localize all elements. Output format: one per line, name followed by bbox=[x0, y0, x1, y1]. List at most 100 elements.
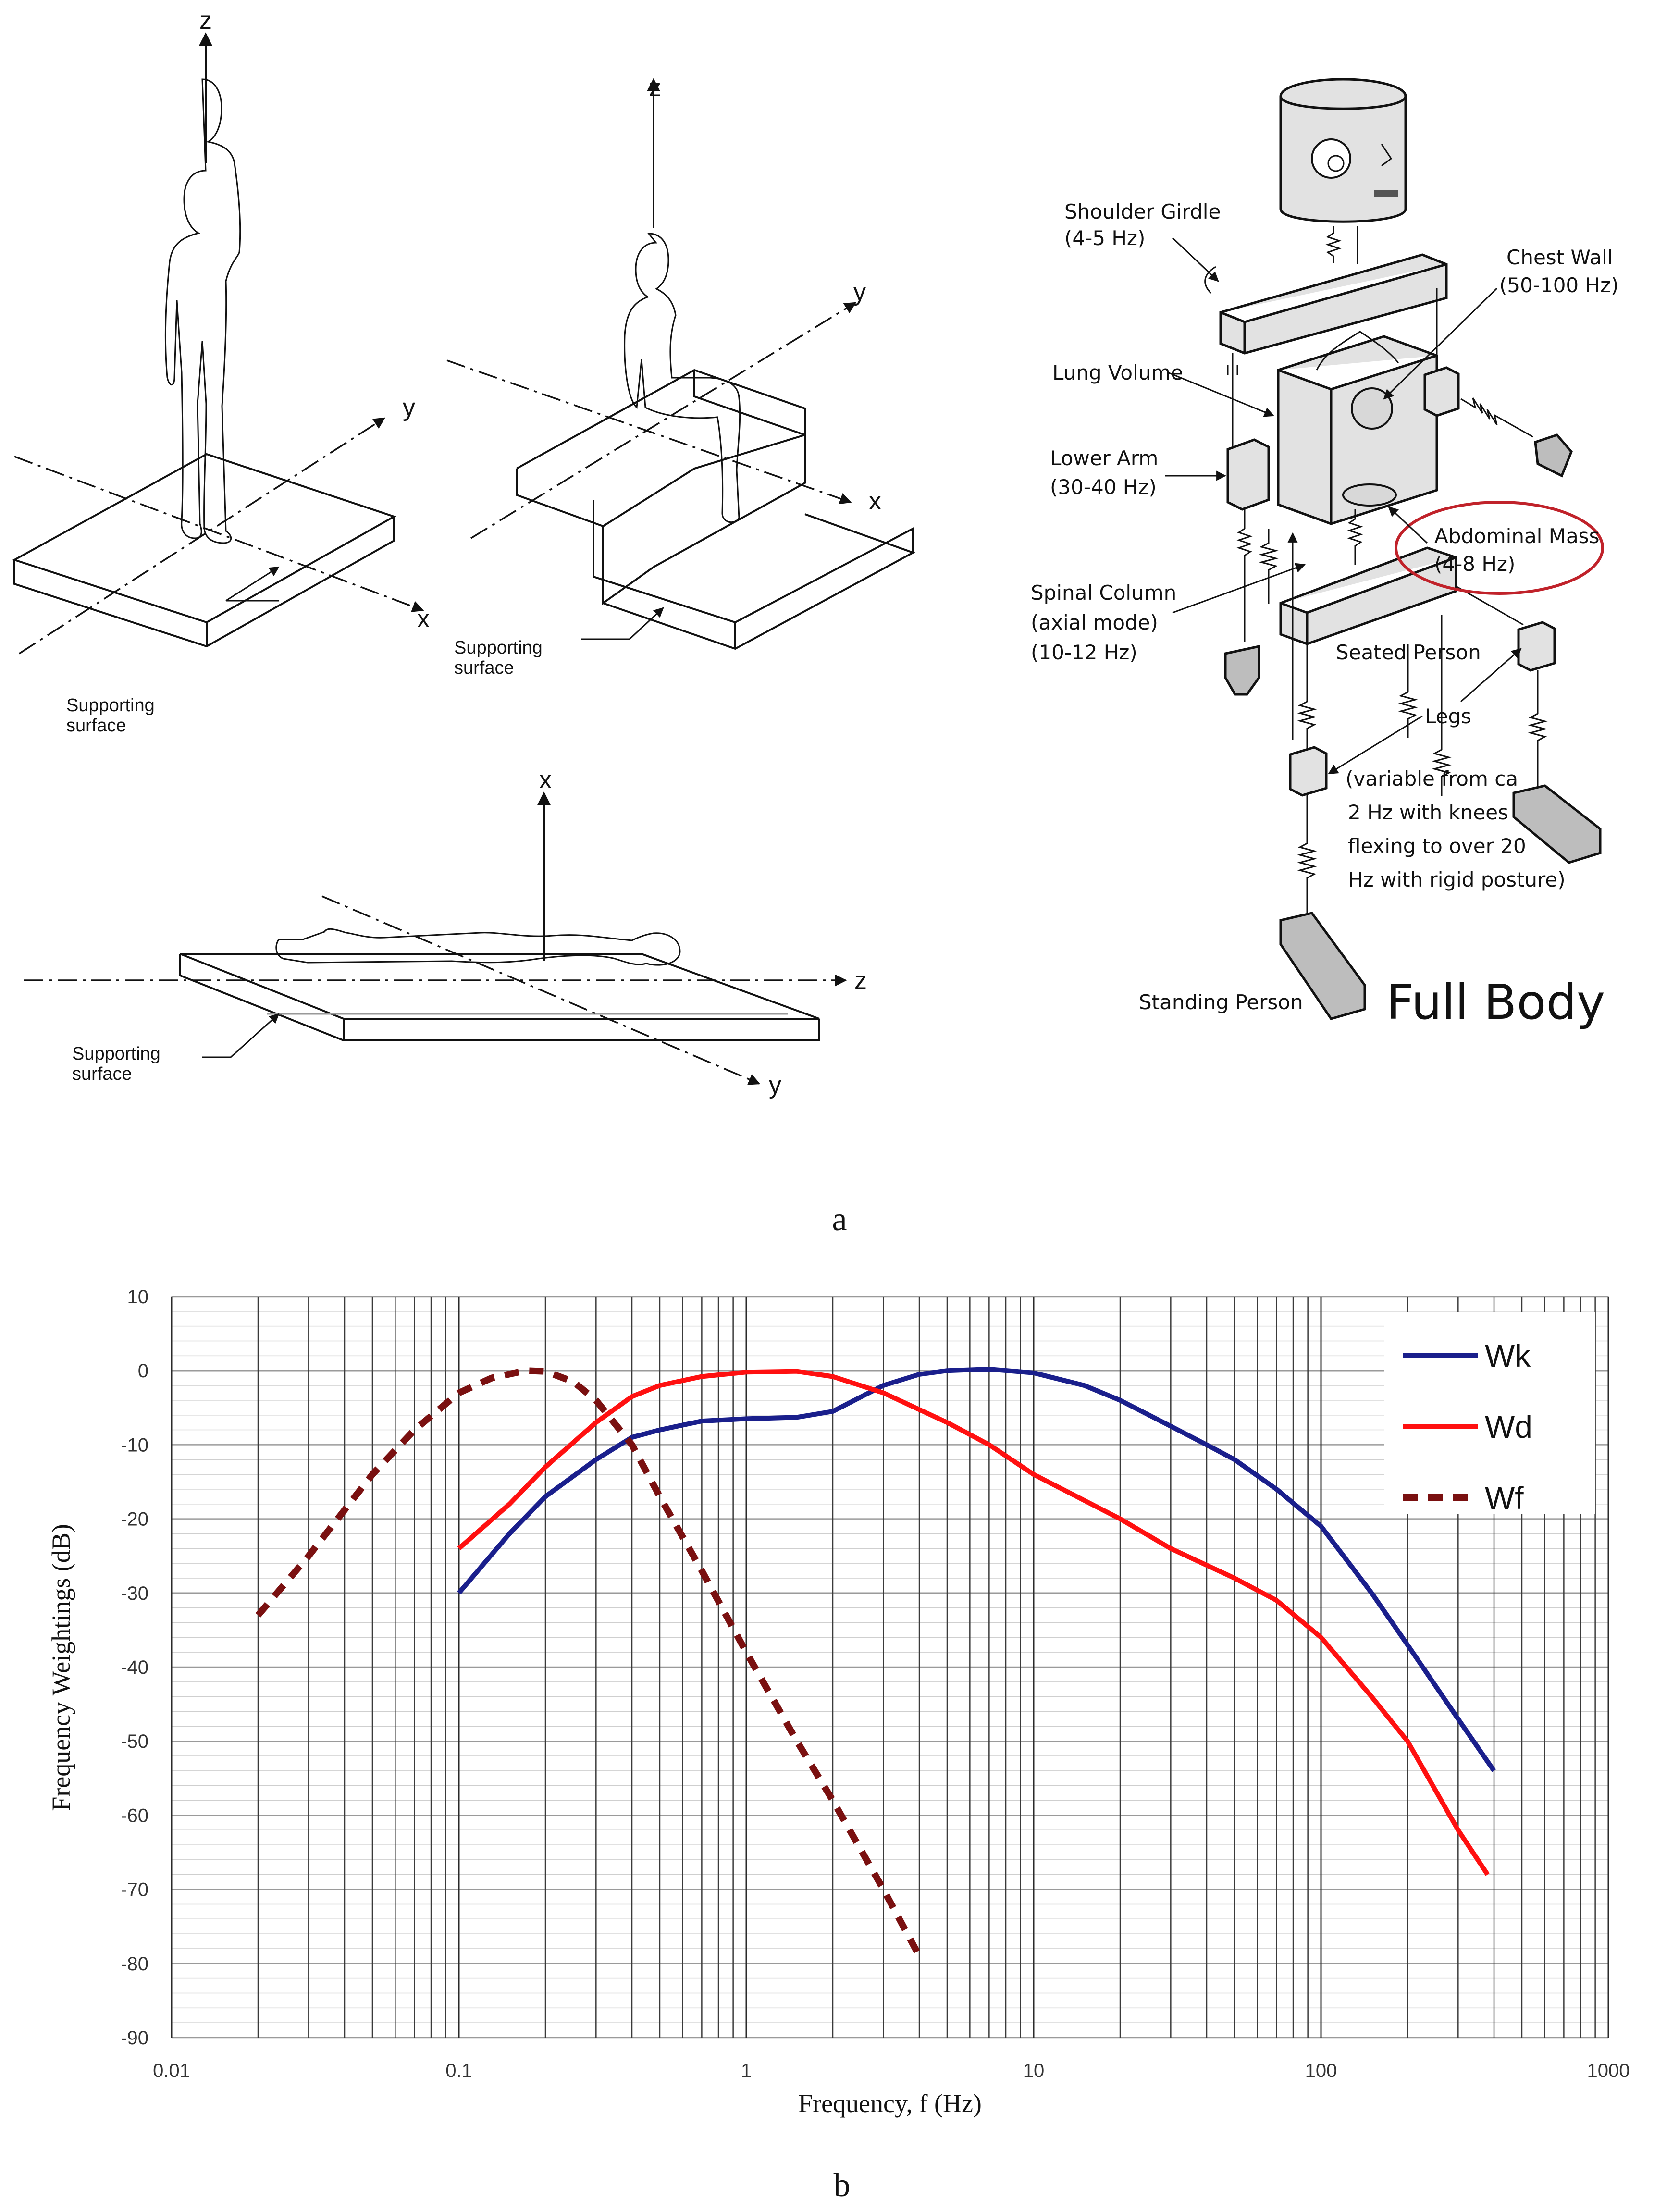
recumbent-y-axis bbox=[321, 895, 761, 1085]
legend-label-wd: Wd bbox=[1485, 1409, 1532, 1445]
label-legs-note-3: flexing to over 20 bbox=[1348, 834, 1526, 858]
full-body-model: Shoulder Girdle (4-5 Hz) Chest Wall (50-… bbox=[1031, 78, 1619, 1030]
upper-arm-right bbox=[1423, 366, 1460, 417]
standing-platform bbox=[12, 453, 396, 648]
recumbent-z-label: z bbox=[854, 967, 867, 995]
y-tick-label: -10 bbox=[121, 1434, 148, 1456]
abdominal-mass-disc bbox=[1342, 483, 1397, 507]
seated-bench bbox=[516, 369, 915, 650]
seated-x-axis bbox=[446, 359, 852, 505]
series-lines bbox=[255, 1367, 1496, 1958]
label-spinal-column: Spinal Column bbox=[1031, 581, 1176, 605]
hand-right bbox=[1534, 433, 1573, 478]
seated-surface-label-2: surface bbox=[454, 658, 514, 678]
knee-left bbox=[1289, 746, 1328, 797]
x-tick-labels: 0.01 0.1 1 10 100 1000 bbox=[153, 2060, 1630, 2081]
series-line-wd bbox=[457, 1369, 1490, 1876]
seated-x-label: x bbox=[869, 487, 881, 515]
pelvis-mass bbox=[1279, 546, 1457, 645]
series-line-wf bbox=[255, 1367, 923, 1958]
standing-person-diagram: z y x Supporting surface bbox=[12, 7, 430, 736]
x-tick-label: 1 bbox=[741, 2060, 752, 2081]
shoulder-girdle-mass bbox=[1219, 253, 1448, 355]
panel-a-caption: a bbox=[832, 1201, 847, 1238]
label-shoulder-girdle-freq: (4-5 Hz) bbox=[1064, 226, 1145, 250]
standing-figure bbox=[164, 78, 241, 544]
x-tick-label: 0.1 bbox=[445, 2060, 472, 2081]
y-tick-label: 10 bbox=[127, 1286, 149, 1308]
lower-arm-left bbox=[1226, 438, 1270, 511]
label-seated-person: Seated Person bbox=[1336, 641, 1481, 664]
seated-z-label: z bbox=[649, 74, 661, 102]
recumbent-surface-label-1: Supporting bbox=[72, 1044, 160, 1064]
series-line-wk bbox=[457, 1367, 1496, 1772]
x-tick-label: 10 bbox=[1023, 2060, 1045, 2081]
full-body-title: Full Body bbox=[1386, 974, 1605, 1030]
abdominal-highlight-ellipse bbox=[1395, 501, 1604, 595]
y-tick-labels: 10 0 -10 -20 -30 -40 -50 -60 -70 -80 -90 bbox=[121, 1286, 148, 2049]
seated-figure bbox=[624, 233, 741, 523]
recumbent-x-label: x bbox=[539, 766, 552, 794]
head-dial bbox=[1311, 138, 1351, 179]
standing-surface-label-1: Supporting bbox=[66, 695, 155, 716]
label-lower-arm: Lower Arm bbox=[1050, 446, 1158, 470]
x-axis-title: Frequency, f (Hz) bbox=[798, 2089, 982, 2118]
standing-y-axis bbox=[19, 417, 386, 655]
label-standing-person: Standing Person bbox=[1139, 990, 1303, 1014]
label-chest-wall-freq: (50-100 Hz) bbox=[1499, 273, 1619, 297]
recumbent-person-diagram: x z y Supporting surface bbox=[24, 766, 867, 1099]
y-tick-label: -20 bbox=[121, 1509, 148, 1530]
legend-background bbox=[1384, 1312, 1595, 1514]
knee-right bbox=[1517, 621, 1556, 672]
label-abdominal-mass: Abdominal Mass bbox=[1434, 524, 1599, 548]
y-axis-title: Frequency Weightings (dB) bbox=[47, 1524, 75, 1811]
standing-z-label: z bbox=[199, 7, 212, 35]
label-abdominal-mass-freq: (4-8 Hz) bbox=[1434, 552, 1515, 576]
label-lower-arm-freq: (30-40 Hz) bbox=[1050, 475, 1157, 499]
foot-right bbox=[1512, 784, 1602, 864]
recumbent-surface-label-2: surface bbox=[72, 1064, 132, 1084]
label-legs-note-4: Hz with rigid posture) bbox=[1348, 868, 1566, 891]
legend-label-wk: Wk bbox=[1485, 1338, 1531, 1373]
thorax-mass bbox=[1277, 335, 1438, 525]
label-shoulder-girdle: Shoulder Girdle bbox=[1064, 200, 1221, 223]
seated-person-diagram: z y x Supporting surface bbox=[446, 74, 915, 678]
label-chest-wall: Chest Wall bbox=[1506, 246, 1613, 269]
horizontal-gridlines bbox=[172, 1296, 1608, 2039]
y-tick-label: -50 bbox=[121, 1731, 148, 1752]
recumbent-y-label: y bbox=[769, 1071, 781, 1099]
label-spinal-column-freq: (10-12 Hz) bbox=[1031, 641, 1137, 664]
recumbent-figure bbox=[275, 928, 681, 966]
panel-b-caption: b bbox=[834, 2167, 851, 2204]
seated-y-label: y bbox=[853, 278, 866, 306]
y-tick-label: -90 bbox=[121, 2027, 148, 2049]
label-legs: Legs bbox=[1425, 704, 1471, 728]
hand-left bbox=[1224, 644, 1260, 696]
standing-x-axis bbox=[14, 456, 424, 612]
x-tick-label: 100 bbox=[1305, 2060, 1337, 2081]
label-spinal-column-mode: (axial mode) bbox=[1031, 611, 1158, 634]
legend-label-wf: Wf bbox=[1485, 1480, 1524, 1516]
standing-y-label: y bbox=[403, 394, 415, 421]
recumbent-platform bbox=[179, 953, 820, 1041]
y-tick-label: -30 bbox=[121, 1583, 148, 1604]
x-tick-label: 1000 bbox=[1587, 2060, 1630, 2081]
seated-surface-label-1: Supporting bbox=[454, 638, 543, 658]
label-lung-volume: Lung Volume bbox=[1052, 361, 1183, 384]
chest-wall-mass bbox=[1351, 387, 1393, 430]
standing-surface-label-2: surface bbox=[66, 716, 126, 736]
y-tick-label: -80 bbox=[121, 1953, 148, 1975]
y-tick-label: 0 bbox=[138, 1360, 148, 1382]
y-tick-label: -70 bbox=[121, 1879, 148, 1901]
label-legs-note-2: 2 Hz with knees bbox=[1348, 801, 1508, 824]
label-legs-note-1: (variable from ca bbox=[1346, 767, 1518, 791]
standing-x-label: x bbox=[417, 605, 430, 633]
foot-left bbox=[1279, 912, 1366, 1020]
seated-y-axis bbox=[470, 302, 857, 539]
y-tick-label: -60 bbox=[121, 1805, 148, 1826]
x-tick-label: 0.01 bbox=[153, 2060, 190, 2081]
y-tick-label: -40 bbox=[121, 1657, 148, 1678]
